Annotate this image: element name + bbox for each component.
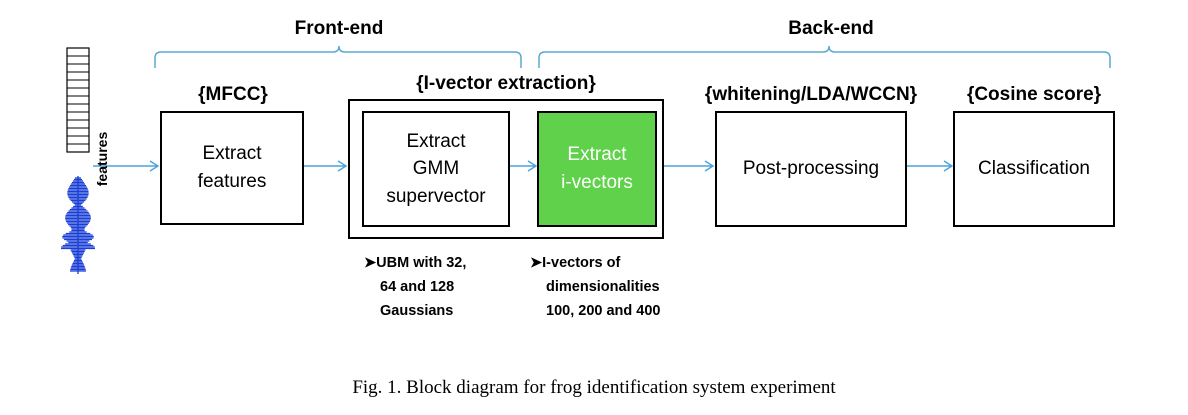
ivector-extraction-label: {I-vector extraction} (416, 73, 596, 94)
front-end-brace (154, 45, 522, 68)
extract-gmm-supervector-box: Extract GMM supervector (362, 111, 510, 227)
ubm-note: ➤UBM with 32, 64 and 128 Gaussians (364, 251, 466, 323)
ivec-note: ➤I-vectors of dimensionalities 100, 200 … (530, 251, 660, 323)
arrowhead-bullet-icon: ➤ (530, 255, 543, 271)
flow-arrows (93, 160, 954, 172)
arrowhead-bullet-icon: ➤ (364, 255, 377, 271)
right-arrow-icon (664, 160, 715, 172)
ubm-note-line-3: Gaussians (380, 303, 454, 319)
ubm-note-line-2: 64 and 128 (380, 279, 455, 295)
mfcc-label: {MFCC} (198, 84, 268, 105)
post-processing-method-label: {whitening/LDA/WCCN} (704, 84, 918, 105)
waveform-icon (61, 176, 95, 274)
right-arrow-icon (907, 160, 954, 172)
right-arrow-icon (510, 160, 538, 172)
ivec-note-line-2: dimensionalities (546, 279, 660, 295)
cosine-score-label: {Cosine score} (966, 84, 1102, 105)
figure-caption: Fig. 1. Block diagram for frog identific… (352, 377, 836, 398)
ivector-extraction-container (348, 99, 664, 239)
front-end-label: Front-end (294, 18, 384, 39)
classification-box: Classification (953, 111, 1115, 227)
ivec-note-line-3: 100, 200 and 400 (546, 303, 661, 319)
feature-stack-icon (66, 47, 90, 153)
extract-ivectors-box: Extract i-vectors (537, 111, 657, 227)
post-processing-box: Post-processing (715, 111, 907, 227)
back-end-label: Back-end (788, 18, 874, 39)
ivec-note-line-1: I-vectors of (542, 255, 621, 271)
back-end-brace (538, 45, 1111, 68)
right-arrow-icon (304, 160, 348, 172)
extract-features-box: Extract features (160, 111, 304, 225)
features-side-label: features (94, 131, 110, 187)
ubm-note-line-1: UBM with 32, (376, 255, 467, 271)
right-arrow-icon (93, 160, 160, 172)
